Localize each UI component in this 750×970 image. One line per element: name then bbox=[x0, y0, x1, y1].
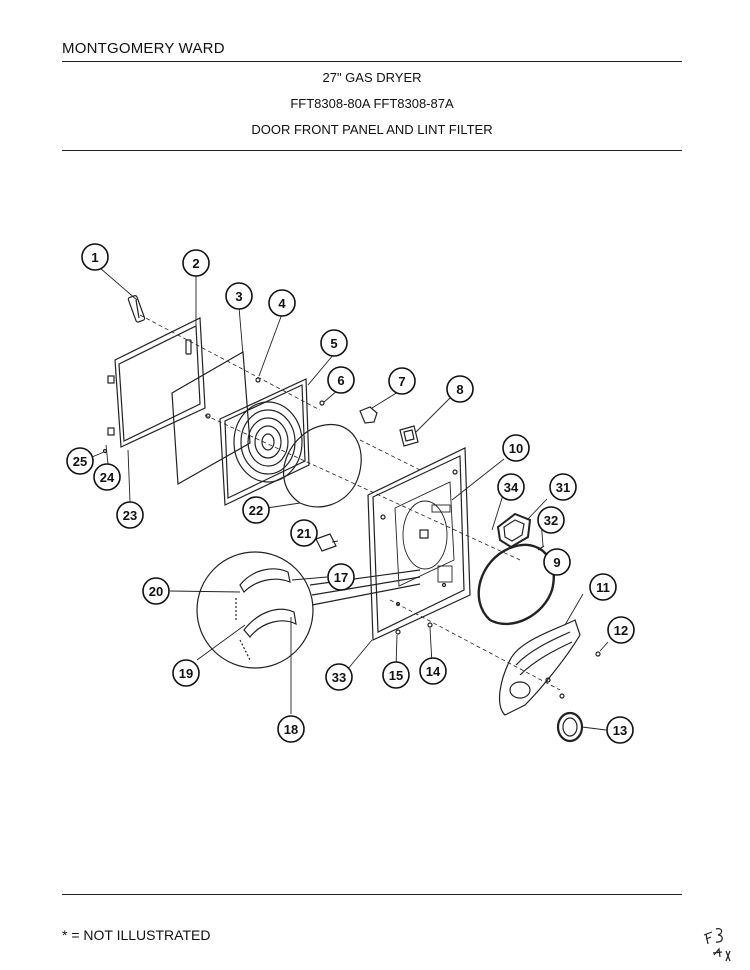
callout-label-14: 14 bbox=[426, 664, 441, 679]
callout-label-23: 23 bbox=[123, 508, 137, 523]
callout-label-4: 4 bbox=[278, 296, 286, 311]
callout-label-11: 11 bbox=[596, 580, 610, 595]
callout-label-24: 24 bbox=[100, 470, 115, 485]
callout-balloon-21: 21 bbox=[290, 519, 318, 547]
callout-balloon-25: 25 bbox=[66, 447, 94, 475]
callout-balloon-34: 34 bbox=[497, 473, 525, 501]
callout-label-18: 18 bbox=[284, 722, 298, 737]
callout-balloon-13: 13 bbox=[606, 716, 634, 744]
callout-balloon-31: 31 bbox=[549, 473, 577, 501]
handwritten-mark bbox=[703, 928, 731, 962]
not-illustrated-note: * = NOT ILLUSTRATED bbox=[62, 927, 211, 943]
callout-label-3: 3 bbox=[235, 289, 242, 304]
door-seal-ring bbox=[282, 423, 362, 508]
latch-parts bbox=[315, 406, 419, 552]
callout-balloon-17: 17 bbox=[327, 563, 355, 591]
callout-label-8: 8 bbox=[456, 382, 463, 397]
callout-label-7: 7 bbox=[398, 374, 405, 389]
callout-label-32: 32 bbox=[544, 513, 558, 528]
callout-balloon-1: 1 bbox=[81, 243, 109, 271]
callout-balloon-4: 4 bbox=[268, 289, 296, 317]
callout-balloon-7: 7 bbox=[388, 367, 416, 395]
callout-label-21: 21 bbox=[297, 526, 311, 541]
callout-label-13: 13 bbox=[613, 723, 627, 738]
callout-balloon-6: 6 bbox=[327, 366, 355, 394]
callout-label-22: 22 bbox=[249, 503, 263, 518]
callout-balloon-9: 9 bbox=[543, 548, 571, 576]
callout-label-10: 10 bbox=[509, 441, 523, 456]
callout-label-17: 17 bbox=[334, 570, 348, 585]
callout-balloon-10: 10 bbox=[502, 434, 530, 462]
lint-duct-housing bbox=[498, 619, 581, 716]
title-line-3: DOOR FRONT PANEL AND LINT FILTER bbox=[251, 122, 493, 137]
leader-lines bbox=[91, 267, 609, 731]
callout-label-15: 15 bbox=[389, 668, 403, 683]
callout-balloon-11: 11 bbox=[589, 573, 617, 601]
callout-balloon-18: 18 bbox=[277, 715, 305, 743]
callout-balloon-22: 22 bbox=[242, 496, 270, 524]
small-fasteners bbox=[102, 377, 601, 657]
title-line-1: 27" GAS DRYER bbox=[322, 70, 422, 85]
callout-balloon-23: 23 bbox=[116, 501, 144, 529]
callout-label-25: 25 bbox=[73, 454, 87, 469]
callout-balloon-8: 8 bbox=[446, 375, 474, 403]
collar-ring bbox=[556, 711, 584, 743]
callout-balloon-20: 20 bbox=[142, 577, 170, 605]
callout-label-34: 34 bbox=[504, 480, 519, 495]
callout-balloon-5: 5 bbox=[320, 329, 348, 357]
callout-label-33: 33 bbox=[332, 670, 346, 685]
outer-door-panel bbox=[107, 317, 206, 448]
door-handle-part bbox=[127, 295, 146, 323]
callout-balloon-15: 15 bbox=[382, 661, 410, 689]
callout-label-19: 19 bbox=[179, 666, 193, 681]
callout-label-12: 12 bbox=[614, 623, 628, 638]
callout-balloon-2: 2 bbox=[182, 249, 210, 277]
callout-label-6: 6 bbox=[337, 373, 344, 388]
title-line-2: FFT8308-80A FFT8308-87A bbox=[290, 96, 454, 111]
magnified-detail bbox=[196, 551, 421, 669]
callout-label-31: 31 bbox=[556, 480, 570, 495]
cap-and-screw bbox=[496, 512, 545, 551]
callout-balloon-33: 33 bbox=[325, 663, 353, 691]
callout-balloon-3: 3 bbox=[225, 282, 253, 310]
callout-balloon-32: 32 bbox=[537, 506, 565, 534]
brand-name: MONTGOMERY WARD bbox=[62, 40, 225, 57]
callout-label-20: 20 bbox=[149, 584, 163, 599]
footer-rule bbox=[62, 894, 682, 895]
callout-label-2: 2 bbox=[192, 256, 199, 271]
callout-balloon-19: 19 bbox=[172, 659, 200, 687]
callout-balloon-14: 14 bbox=[419, 657, 447, 685]
door-liner-sheet bbox=[171, 351, 251, 485]
title-rule bbox=[62, 150, 682, 151]
callout-label-9: 9 bbox=[553, 555, 560, 570]
front-panel bbox=[367, 447, 471, 641]
callout-balloon-24: 24 bbox=[93, 463, 121, 491]
callout-label-5: 5 bbox=[330, 336, 337, 351]
top-rule bbox=[62, 61, 682, 62]
callout-label-1: 1 bbox=[91, 250, 98, 265]
callout-balloon-12: 12 bbox=[607, 616, 635, 644]
opening-ring bbox=[477, 543, 555, 626]
